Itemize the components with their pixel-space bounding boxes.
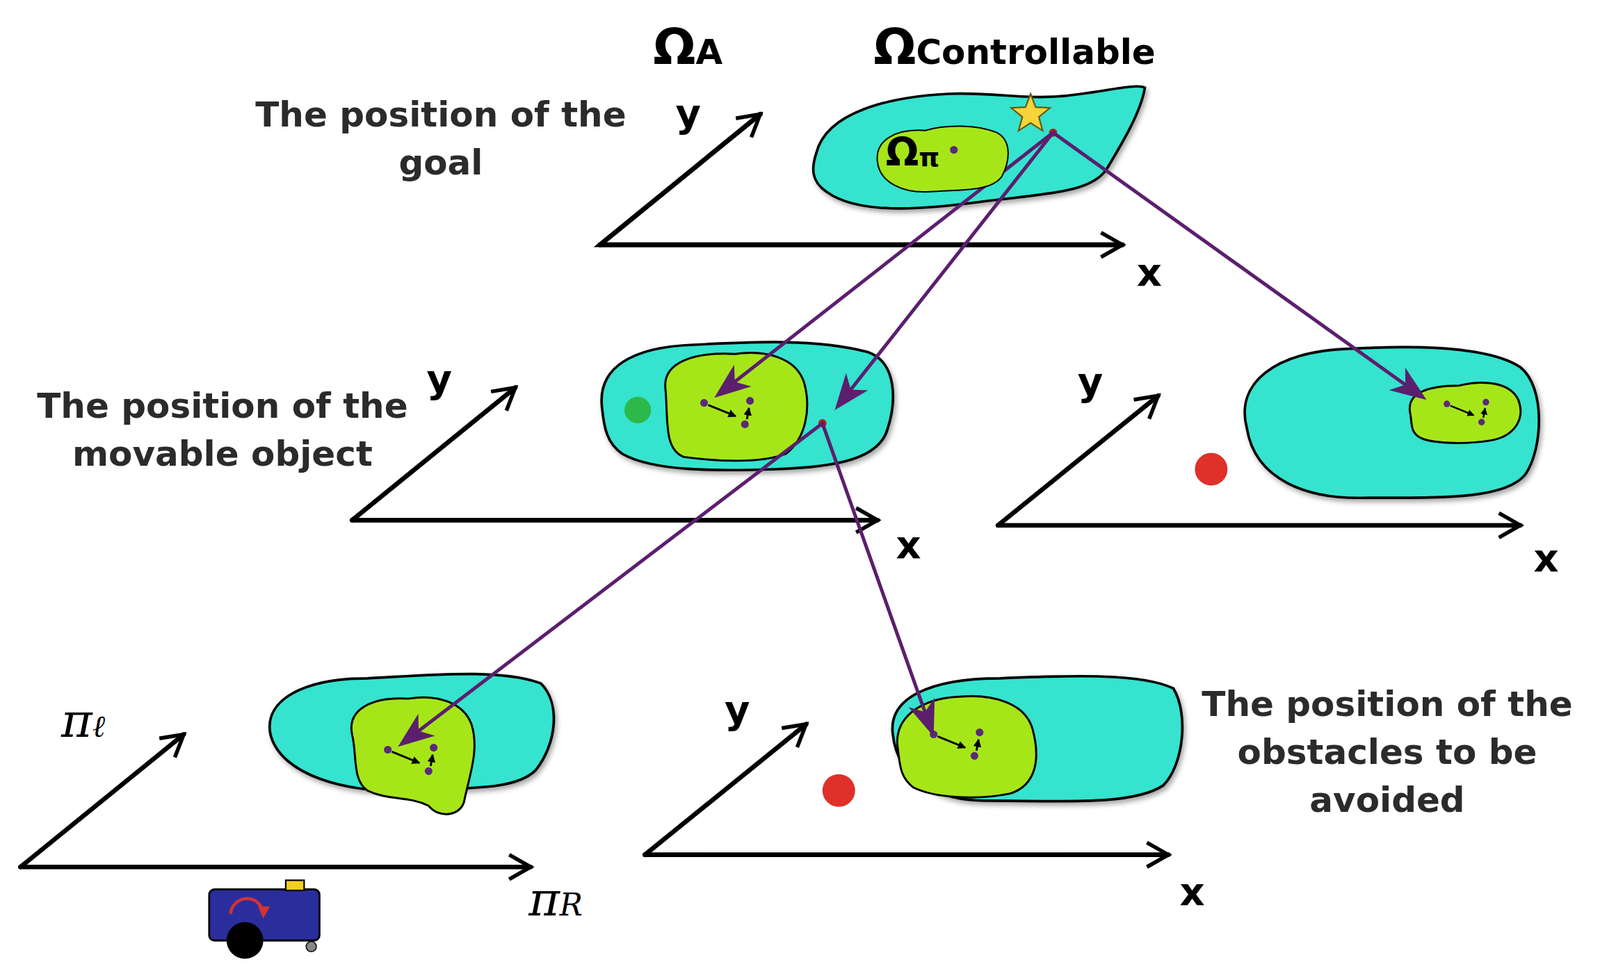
axis-label: y — [675, 93, 701, 133]
movable-object-plot: The position of the movable objecty x — [10, 336, 929, 562]
goal-plot: The position of the goal y x ΩA ΩControllabl… — [224, 10, 1184, 297]
x-axis — [644, 852, 1169, 858]
axis-label: πR — [528, 872, 583, 927]
arrow-line — [1052, 132, 1406, 386]
cyan-region — [601, 342, 893, 471]
arrow-line — [418, 423, 823, 731]
axis-label: x — [895, 525, 921, 565]
connector-arrow — [1052, 132, 1427, 400]
axis-label: x — [1179, 872, 1205, 912]
panel-heading: The position of the goal — [232, 91, 650, 188]
rotation-arrow — [230, 899, 264, 917]
policy-motif — [929, 728, 984, 761]
robot-icon — [209, 880, 320, 959]
obstacle-dot — [1194, 453, 1228, 487]
arrow-head — [908, 698, 935, 738]
obstacle-plot: y x The position of the obstacles to be av… — [637, 668, 1597, 913]
policy-motif — [383, 744, 438, 776]
obstacle-plot: yx — [984, 342, 1582, 578]
robot-wheel — [226, 922, 264, 960]
green-region — [351, 697, 475, 815]
panel-heading: The position of the obstacles to be avoi… — [1178, 680, 1596, 825]
connector-arrow — [822, 423, 935, 738]
axis-label: πℓ — [61, 693, 105, 749]
axis-label: x — [1533, 538, 1559, 578]
axis-label: x — [1136, 253, 1162, 293]
x-axis — [997, 522, 1521, 528]
arrow-head — [397, 714, 435, 747]
green-region — [897, 696, 1037, 798]
movable-object — [624, 397, 651, 424]
y-axis — [644, 724, 806, 856]
policy-motif — [1443, 399, 1490, 426]
x-axis — [20, 865, 531, 870]
panel-heading: The position of the movable object — [13, 382, 432, 479]
axis-label: y — [724, 690, 751, 730]
green-region — [665, 353, 808, 462]
arrow-line — [822, 423, 925, 713]
set-label: Ωπ — [885, 130, 941, 176]
x-axis — [351, 518, 878, 523]
goal-star — [1011, 93, 1050, 131]
wheel-speed-plot: πℓ πR — [10, 668, 613, 944]
obstacle-dot — [822, 774, 856, 808]
x-axis — [600, 242, 1123, 248]
policy-region: Ωπ — [869, 120, 1014, 197]
arrow-head — [834, 373, 868, 411]
green-region — [1409, 383, 1521, 444]
arrow-head — [1389, 367, 1427, 401]
cyan-region — [1244, 346, 1539, 498]
connector-arrow — [397, 423, 822, 747]
set-label: ΩA — [652, 18, 723, 76]
robot-caster — [305, 941, 317, 952]
cyan-region — [892, 676, 1183, 802]
robot-sensor — [285, 880, 304, 891]
y-axis — [997, 395, 1158, 525]
y-axis — [20, 734, 184, 868]
state-dot — [950, 146, 959, 154]
green-region — [877, 126, 1009, 193]
set-label: ΩControllable — [873, 18, 1156, 76]
robot-body — [209, 890, 320, 941]
axis-label: y — [1077, 362, 1104, 402]
policy-motif — [700, 397, 754, 429]
arrow-head — [714, 365, 751, 399]
axis-label: y — [426, 359, 452, 399]
